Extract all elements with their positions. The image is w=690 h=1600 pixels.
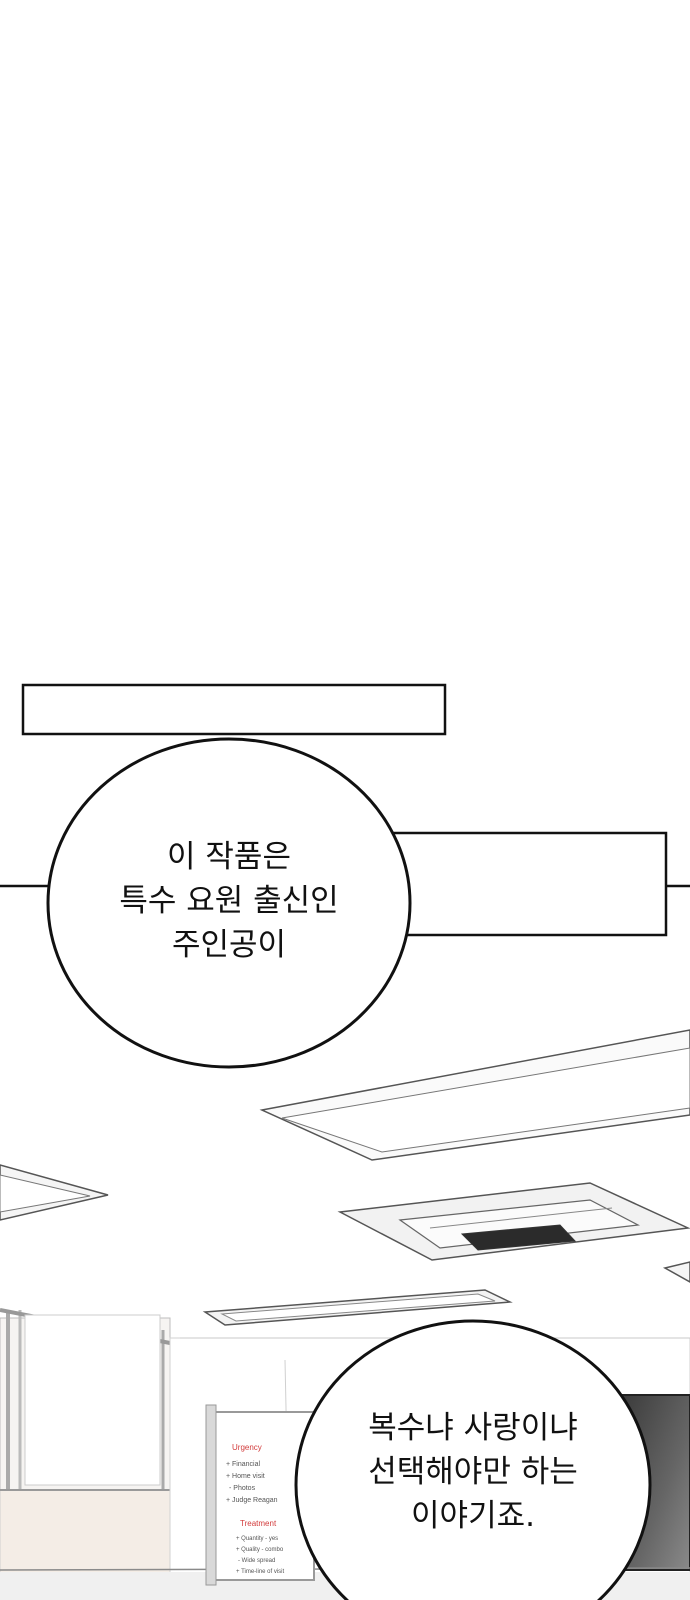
speech-bubble-bottom-text: 복수냐 사랑이냐 선택해야만 하는 이야기죠. [293,1406,653,1538]
whiteboard-note: + Judge Reagan [226,1497,278,1504]
whiteboard-note: Treatment [240,1519,277,1528]
whiteboard-note: - Wide spread [238,1558,275,1564]
dialogue-line: 주인공이 [171,927,287,963]
whiteboard-note: + Home visit [226,1473,265,1480]
whiteboard-note: + Financial [226,1461,260,1468]
whiteboard-note: + Quantity - yes [236,1536,278,1542]
caption-box-top [21,683,447,736]
dialogue-line: 복수냐 사랑이냐 [368,1410,578,1446]
speech-bubble-bottom [294,1319,652,1600]
dialogue-line: 선택해야만 하는 [368,1454,578,1490]
ceiling-lights [0,1029,690,1326]
ceiling-air-conditioner [337,1182,690,1261]
dialogue-line: 특수 요원 출신인 [119,883,339,919]
whiteboard-note: + Quality - combo [236,1547,284,1553]
whiteboard-note: + Time-line of visit [236,1569,285,1575]
speech-bubble-top-text: 이 작품은 특수 요원 출신인 주인공이 [49,835,409,967]
dialogue-line: 이 작품은 [167,839,291,875]
speech-bubble-top [46,737,412,1069]
whiteboard-note: - Photos [229,1485,256,1492]
whiteboard-note: Urgency [232,1443,262,1452]
dialogue-line: 이야기죠. [411,1498,535,1534]
